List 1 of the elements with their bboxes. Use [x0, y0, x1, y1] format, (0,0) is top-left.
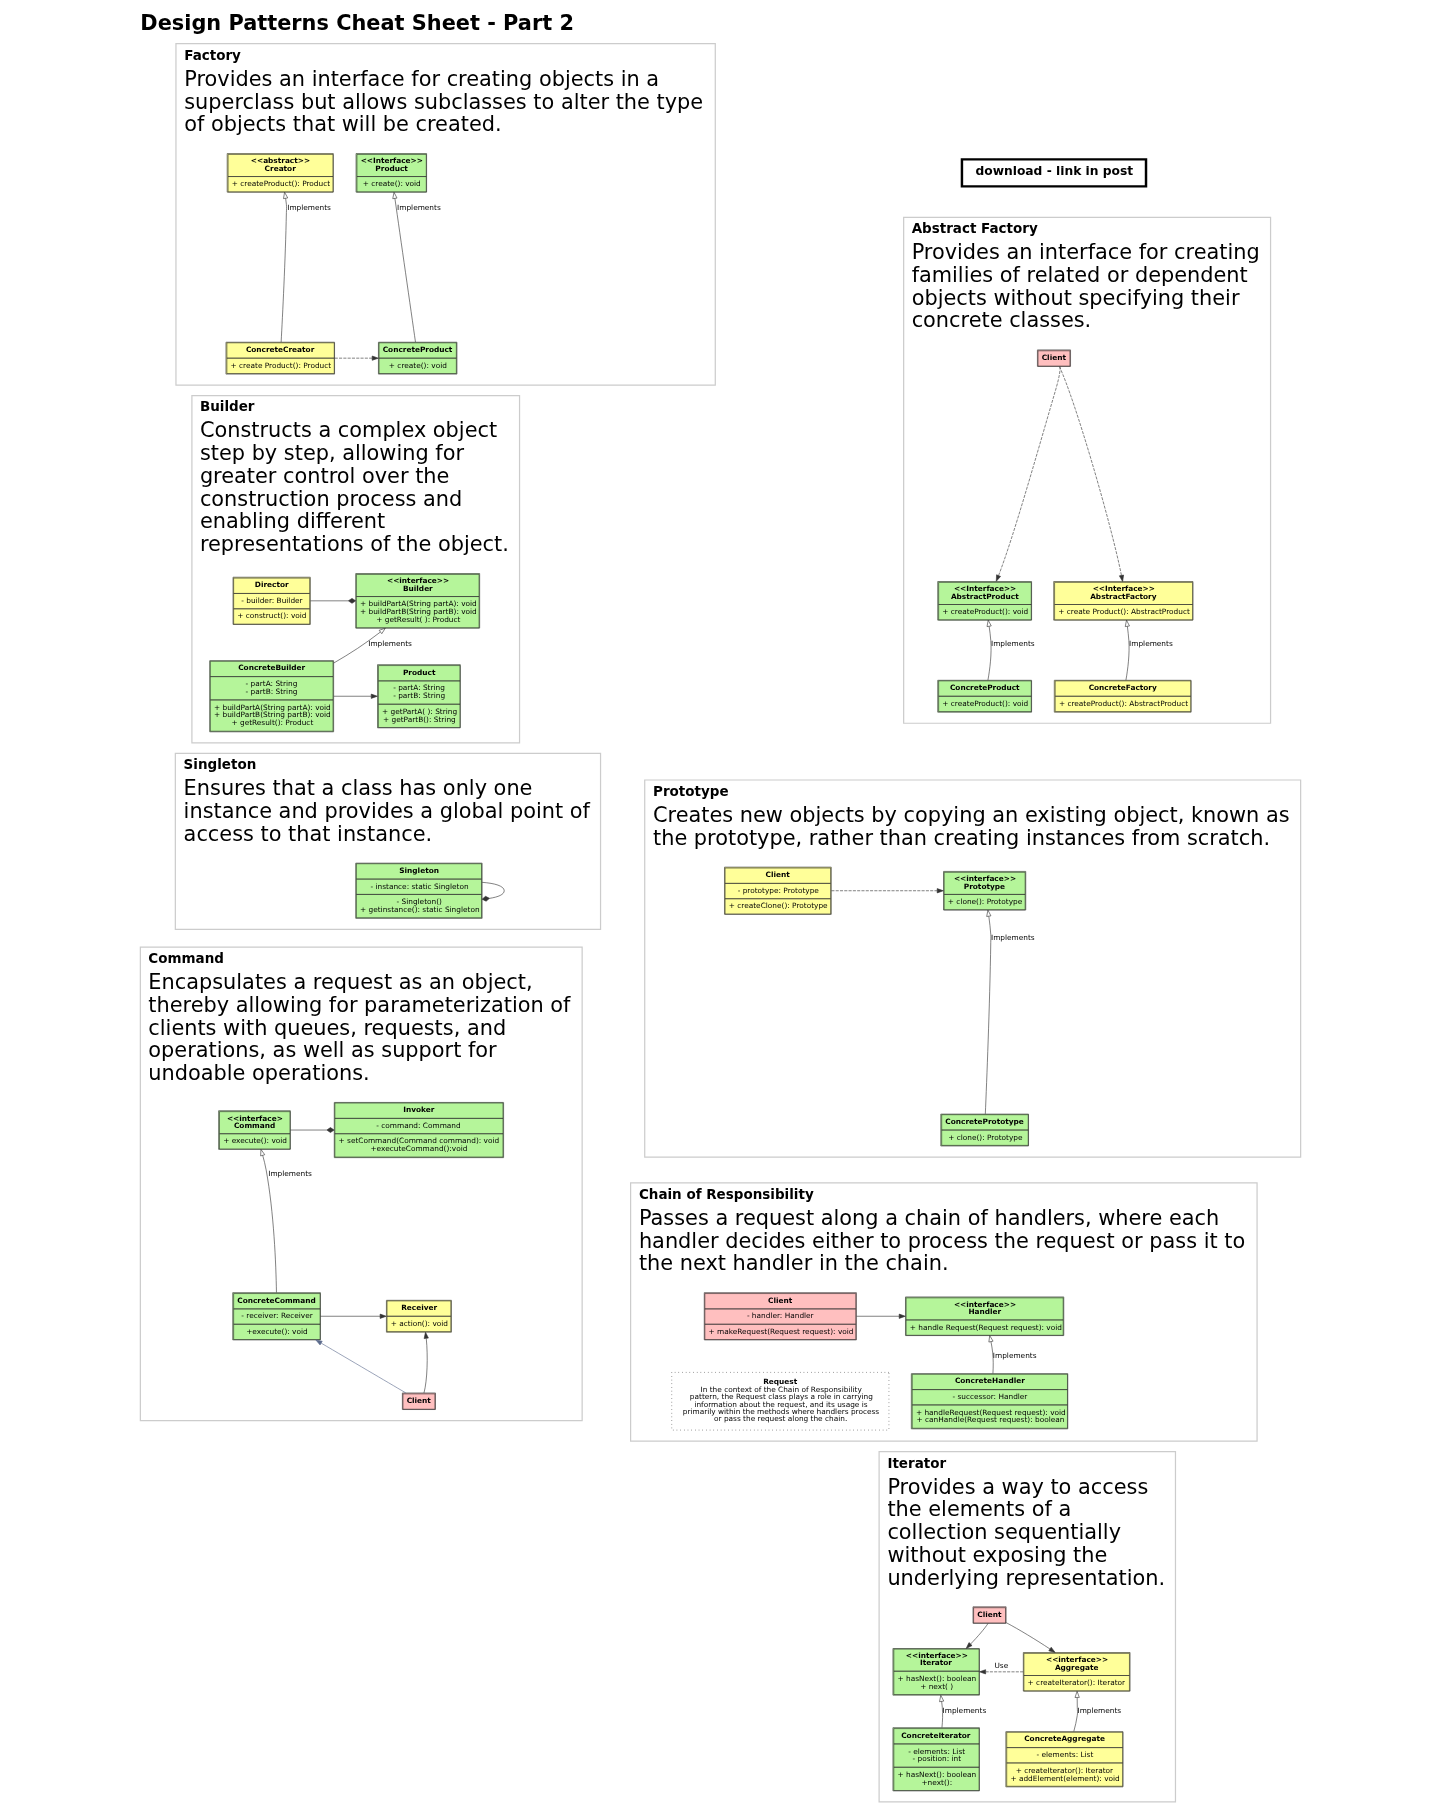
diagram-title: Design Patterns Cheat Sheet - Part 2	[139, 10, 574, 35]
